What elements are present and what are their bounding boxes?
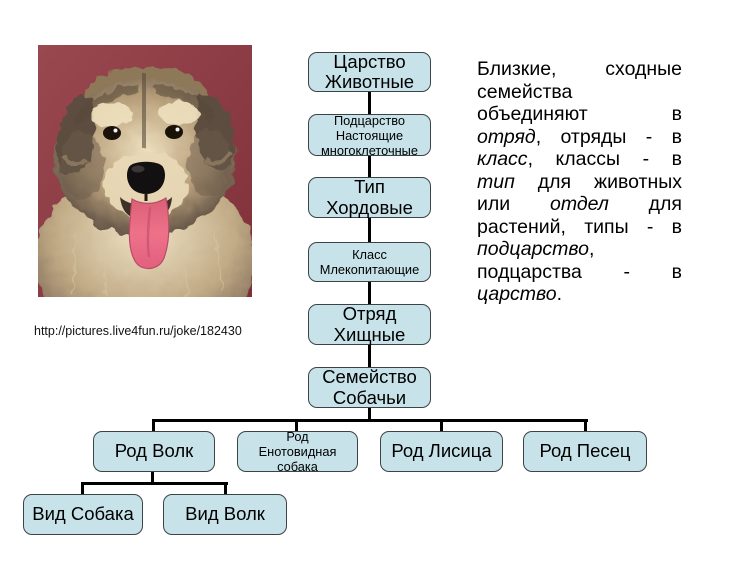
text-segment: , (589, 238, 595, 260)
taxon-box-label: Род Песец (539, 440, 631, 462)
connector-vertical (151, 471, 154, 483)
taxon-box-subkingdom: Подцарство Настоящие многоклеточные (308, 112, 431, 158)
text-segment: подцарства - в (477, 260, 682, 283)
taxon-box-label: Подцарство Настоящие многоклеточные (321, 112, 418, 158)
photo-source-url: http://pictures.live4fun.ru/joke/182430 (34, 324, 242, 338)
text-line: семейства (477, 81, 682, 104)
taxon-box-order: Отряд Хищные (308, 303, 431, 345)
connector-drop (295, 421, 298, 432)
connector-drop (152, 421, 155, 432)
taxon-box-label: Род Лисица (391, 440, 492, 462)
connector-drop (224, 484, 227, 495)
text-line: подцарства - в (477, 261, 682, 284)
taxon-box-class: Класс Млекопитающие (308, 242, 431, 282)
genus-box-wolf: Род Волк (93, 431, 215, 472)
taxon-box-label: Тип Хордовые (326, 176, 413, 218)
italic-term: царство (477, 283, 557, 305)
text-segment: семейства (477, 80, 573, 103)
italic-term: подцарство (477, 238, 590, 260)
species-box-wolf: Вид Волк (163, 494, 287, 535)
text-segment: растений, типы - в (477, 215, 682, 238)
taxon-box-label: Род Волк (114, 440, 194, 462)
italic-term: отдел (550, 193, 609, 215)
text-line: тип для животных (477, 171, 682, 194)
taxon-box-label: Вид Собака (32, 503, 134, 525)
text-line: отряд, отряды - в (477, 126, 682, 149)
text-line: или отдел для (477, 193, 682, 216)
connector-vertical (368, 344, 371, 368)
connector-vertical (368, 92, 371, 115)
text-segment: Близкие, сходные (477, 58, 682, 80)
text-segment: для животных (514, 170, 682, 193)
italic-term: отряд (477, 125, 536, 148)
species-box-dog: Вид Собака (23, 494, 143, 535)
text-segment: , классы - в (527, 148, 682, 170)
connector-drop (440, 421, 443, 432)
taxon-box-label: Отряд Хищные (333, 303, 406, 345)
connector-vertical (368, 407, 371, 420)
connector-drop (584, 421, 587, 432)
text-line: класс, классы - в (477, 148, 682, 171)
connector-vertical (368, 155, 371, 178)
text-segment: . (556, 283, 563, 305)
text-segment: , отряды - в (535, 125, 682, 148)
connector-drop (81, 484, 84, 495)
taxon-box-label: Вид Волк (185, 503, 265, 525)
dog-illustration (38, 45, 252, 297)
text-line: объединяют в (477, 103, 682, 126)
connector-horizontal (81, 482, 228, 485)
taxon-box-kingdom: Царство Животные (308, 50, 431, 92)
genus-box-raccoon-dog: Род Енотовидная собака (237, 429, 358, 474)
text-segment: для (608, 193, 682, 215)
connector-horizontal (152, 419, 588, 422)
taxon-box-label: Род Енотовидная собака (258, 429, 337, 474)
text-segment: объединяют в (477, 103, 682, 125)
italic-term: класс (477, 148, 528, 170)
puppy-photo (38, 45, 252, 297)
taxon-box-label: Царство Животные (324, 50, 415, 92)
italic-term: тип (477, 170, 515, 193)
text-line: растений, типы - в (477, 216, 682, 239)
connector-vertical (368, 281, 371, 305)
genus-box-arctic-fox: Род Песец (523, 431, 647, 472)
genus-box-fox: Род Лисица (380, 431, 503, 472)
text-line: Близкие, сходные (477, 58, 682, 81)
connector-vertical (368, 217, 371, 243)
taxon-box-label: Класс Млекопитающие (319, 247, 420, 277)
taxon-box-label: Семейство Собачьи (322, 366, 417, 408)
taxon-box-family: Семейство Собачьи (308, 366, 431, 408)
text-line: царство. (477, 283, 682, 306)
text-segment: или (477, 193, 550, 215)
text-line: подцарство, (477, 238, 682, 261)
taxon-box-phylum: Тип Хордовые (308, 176, 431, 218)
